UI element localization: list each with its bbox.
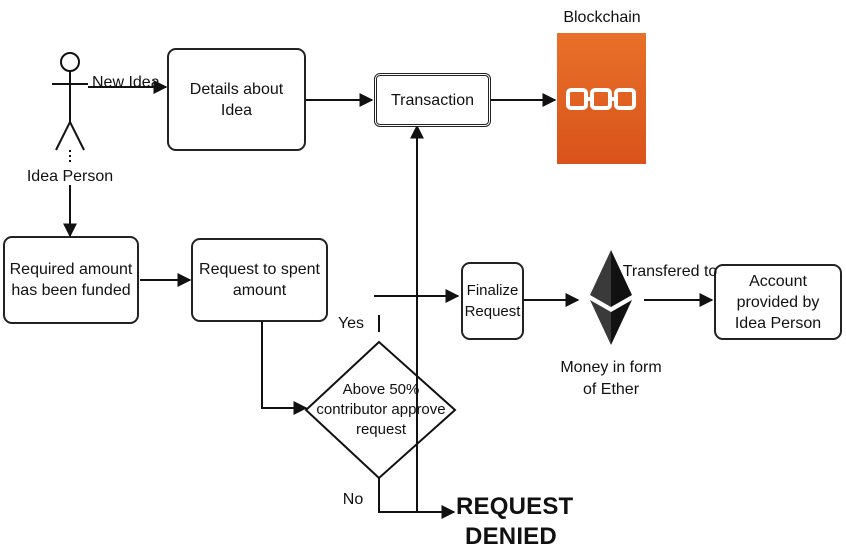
new-idea-label: New Idea (92, 74, 160, 91)
idea-person-label: Idea Person (26, 168, 114, 185)
required-amount-box: Required amount has been funded (3, 236, 139, 324)
transaction-box: Transaction (374, 73, 491, 127)
required-amount-label: Required amount has been funded (9, 261, 133, 299)
arrow-no-denied (378, 466, 456, 519)
request-spent-label: Request to spent amount (199, 261, 320, 299)
blockchain-label: Blockchain (563, 9, 641, 26)
details-label: Details about Idea (189, 80, 284, 119)
finalize-request-box: Finalize Request (461, 262, 524, 340)
finalize-request-label: Finalize Request (464, 282, 521, 320)
transfered-to-label: Transfered to (622, 263, 718, 280)
yes-label: Yes (337, 315, 365, 332)
chain-link-icon (566, 88, 636, 110)
account-label: Account provided by Idea Person (734, 272, 822, 332)
decision-diamond (304, 340, 457, 480)
blockchain-block (557, 33, 646, 164)
transaction-label: Transaction (391, 91, 474, 109)
request-denied-label: REQUEST DENIED (456, 493, 574, 550)
details-box: Details about Idea (167, 48, 306, 151)
request-spent-box: Request to spent amount (191, 238, 328, 322)
ether-label: Money in form of Ether (560, 359, 662, 398)
ethereum-icon (590, 250, 632, 345)
arrow-request-decision (261, 321, 308, 415)
account-box: Account provided by Idea Person (714, 264, 842, 340)
no-label: No (342, 491, 364, 508)
idea-person-figure (52, 52, 88, 151)
decision-label: Above 50% contributor approve request (316, 381, 446, 438)
